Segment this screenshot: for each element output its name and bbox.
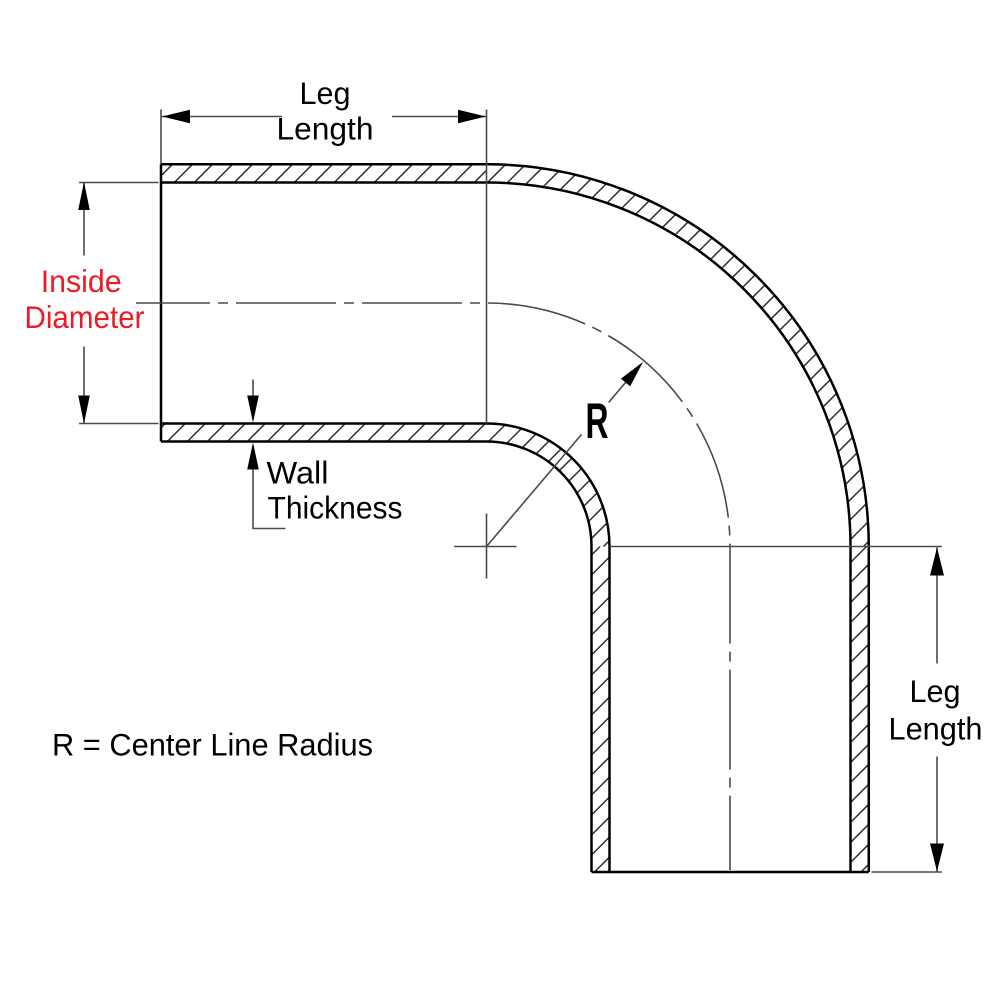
svg-text:Wall: Wall	[267, 455, 329, 491]
svg-text:Leg: Leg	[300, 75, 351, 111]
svg-text:Thickness: Thickness	[268, 490, 403, 526]
svg-text:Diameter: Diameter	[25, 299, 145, 335]
svg-text:Length: Length	[277, 111, 374, 147]
svg-text:R = Center Line Radius: R = Center Line Radius	[52, 727, 373, 763]
svg-text:Inside: Inside	[41, 263, 122, 299]
svg-text:R: R	[586, 393, 609, 449]
svg-text:Length: Length	[889, 711, 983, 747]
svg-text:Leg: Leg	[910, 673, 961, 709]
